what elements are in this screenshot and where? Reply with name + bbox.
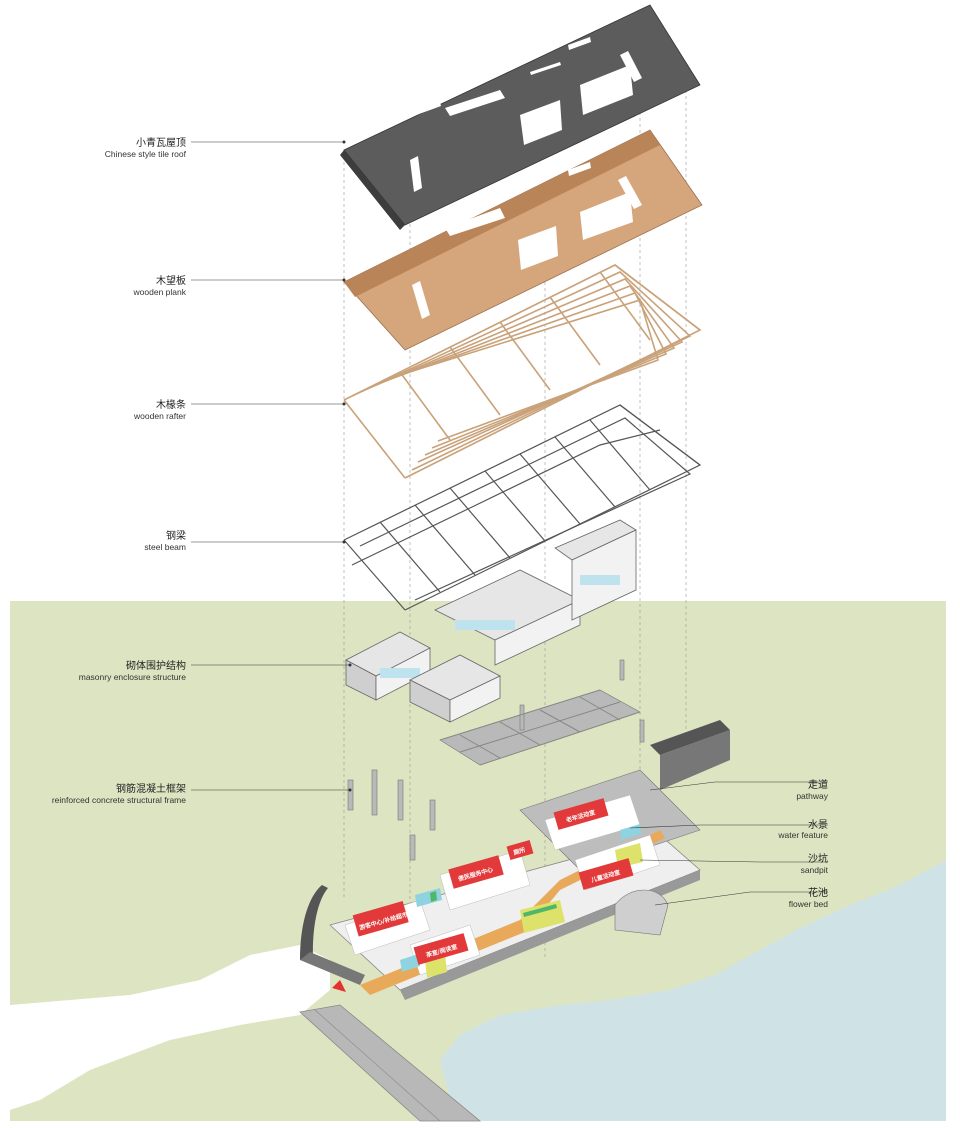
tile-roof-layer [340,4,701,230]
label-masonry-cn: 砌体围护结构 [126,659,186,672]
site-road [10,945,330,1110]
label-tile-roof-en: Chinese style tile roof [105,149,187,159]
masonry-enclosure-layer [345,519,637,723]
label-tile-roof-cn: 小青瓦屋顶 [136,136,186,149]
label-flower-bed-cn: 花池 [808,886,828,899]
bridge [299,1004,482,1122]
room-toilet: 厕所 [512,846,526,857]
left-annotations: 小青瓦屋顶 Chinese style tile roof 木望板 wooden… [52,136,352,805]
label-masonry-en: masonry enclosure structure [79,672,187,682]
site-road-branch [60,1000,170,1035]
label-sandpit-en: sandpit [801,865,829,875]
label-rafter-cn: 木椽条 [156,398,186,411]
label-rc-frame-cn: 钢筋混凝土框架 [116,782,186,795]
label-sandpit-cn: 沙坑 [808,852,828,865]
label-pathway-cn: 走道 [808,778,828,791]
label-water-feature-cn: 水景 [808,819,828,831]
label-rafter-en: wooden rafter [133,411,186,421]
room-labels: 游客中心/补给超市 便民服务中心 厕所 老年活动室 儿童活动室 茶室/阅读室 [352,798,634,965]
steps-structure [650,720,730,790]
label-flower-bed-en: flower bed [789,899,828,909]
right-annotations: 走道 pathway 水景 water feature 沙坑 sandpit 花… [629,778,829,909]
label-water-feature-en: water feature [777,830,828,840]
label-wood-plank-en: wooden plank [133,287,187,297]
steel-beam-layer [343,404,702,611]
label-wood-plank-cn: 木望板 [156,274,186,287]
rc-frame-grid [439,689,641,766]
river [440,860,946,1121]
label-pathway-en: pathway [796,791,828,801]
wooden-rafter-layer [343,264,702,479]
label-rc-frame-en: reinforced concrete structural frame [52,795,186,805]
wooden-plank-layer [343,129,703,351]
label-steel-beam-cn: 钢梁 [166,529,186,542]
label-steel-beam-en: steel beam [144,542,186,552]
